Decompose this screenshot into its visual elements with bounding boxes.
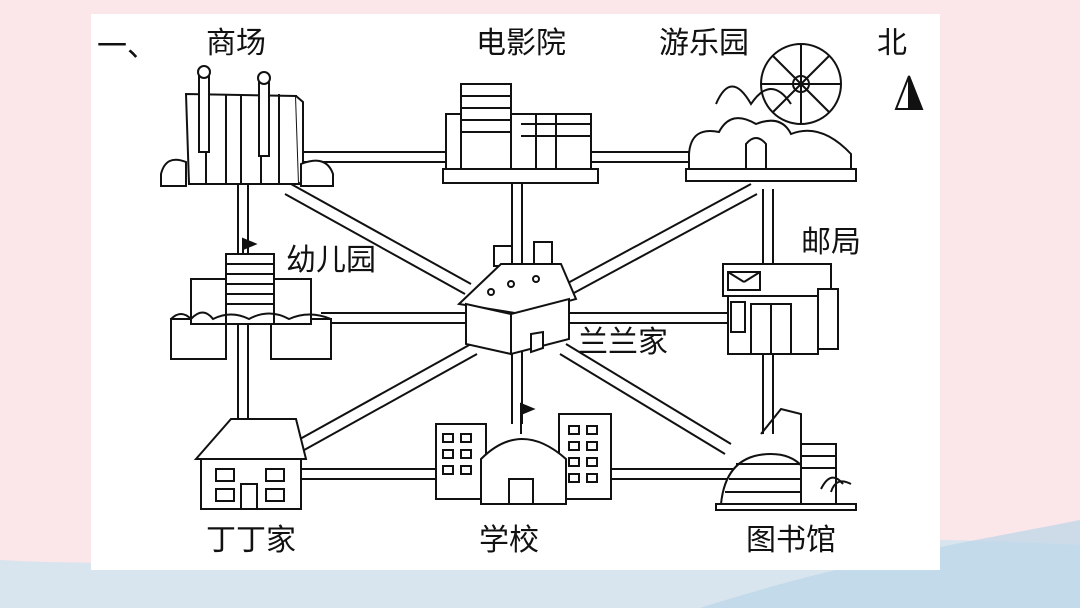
label-post-office: 邮局 <box>801 225 861 260</box>
post-office-building <box>722 263 839 355</box>
library-building <box>715 407 857 511</box>
amusement-park <box>685 43 857 182</box>
label-dingding-home: 丁丁家 <box>206 523 296 558</box>
map-drawing <box>160 43 924 511</box>
label-kindergarten: 幼儿园 <box>286 243 376 278</box>
label-cinema: 电影院 <box>476 26 566 61</box>
label-library: 图书馆 <box>746 523 836 558</box>
cinema-building <box>442 83 599 184</box>
north-arrow-icon <box>894 75 924 110</box>
label-mall: 商场 <box>206 26 266 61</box>
label-amusement-park: 游乐园 <box>659 26 749 61</box>
label-lanlan-home: 兰兰家 <box>578 325 668 360</box>
map-panel: 一、 商场 电影院 游乐园 北 幼儿园 邮局 兰兰家 丁丁家 学校 图书馆 <box>91 14 940 570</box>
kindergarten-building <box>170 237 332 360</box>
dingding-house <box>193 418 308 510</box>
mall-building <box>160 65 334 187</box>
question-number: 一、 <box>97 29 157 64</box>
school-building <box>435 402 612 505</box>
label-compass-north: 北 <box>877 26 907 61</box>
label-school: 学校 <box>479 523 539 558</box>
lanlan-house <box>456 241 578 356</box>
